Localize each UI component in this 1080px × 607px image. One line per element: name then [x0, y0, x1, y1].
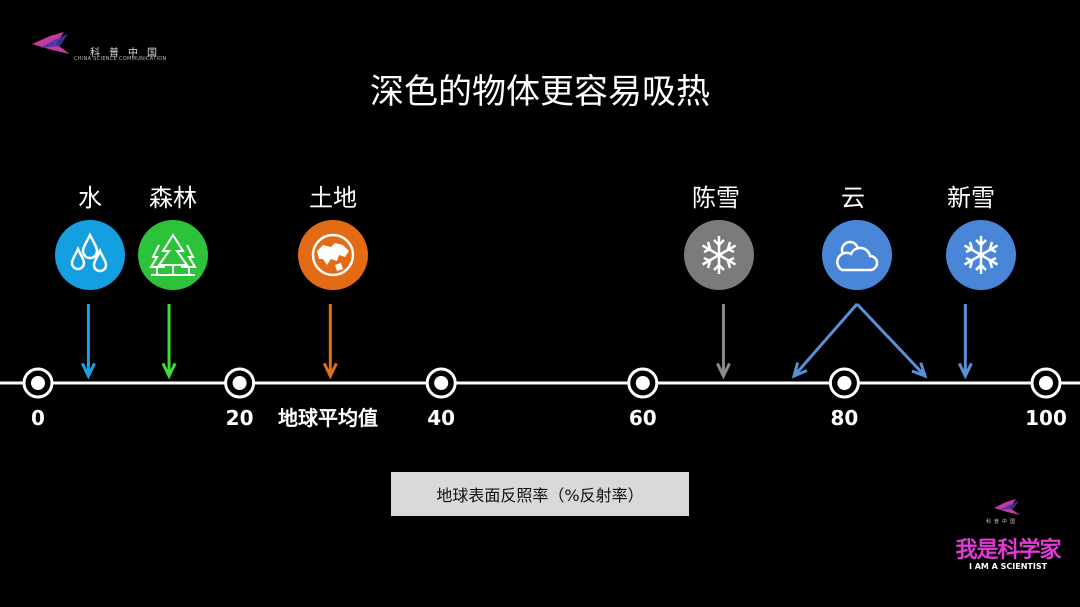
item-label-new-snow: 新雪 [947, 184, 995, 212]
forest-trees-icon [138, 220, 208, 290]
axis-tick-marker [1030, 367, 1062, 399]
item-label-forest: 森林 [149, 184, 197, 212]
albedo-arrow [957, 304, 973, 380]
item-label-land: 土地 [309, 184, 357, 212]
globe-map-icon [298, 220, 368, 290]
kepu-logo-icon [994, 499, 1020, 515]
axis-tick-marker [425, 367, 457, 399]
axis-tick-label: 0 [31, 406, 45, 430]
axis-tick-label: 60 [628, 406, 657, 430]
logo-kepu-china: 科普中国 CHINA SCIENCE COMMUNICATION [30, 30, 180, 70]
albedo-arrow [80, 304, 96, 380]
albedo-arrow [322, 304, 338, 380]
axis-tick-label: 80 [830, 406, 859, 430]
snowflake-icon [946, 220, 1016, 290]
axis-tick-marker [224, 367, 256, 399]
logo-cn-text: 科普中国 [90, 48, 166, 59]
axis-tick-marker [22, 367, 54, 399]
albedo-arrow [161, 304, 177, 380]
item-label-water: 水 [78, 184, 102, 212]
logo-en-text: CHINA SCIENCE COMMUNICATION [74, 56, 167, 62]
albedo-arrow [715, 304, 731, 380]
cloud-icon [822, 220, 892, 290]
item-label-cloud: 云 [841, 184, 865, 212]
kepu-logo-icon [32, 32, 70, 54]
logo-english-text: I AM A SCIENTIST [968, 562, 1048, 571]
logo-small-text: 科普中国 [986, 519, 1019, 525]
logo-i-am-a-scientist: 科普中国 我是科学家 I AM A SCIENTIST [952, 498, 1064, 578]
axis-title-box: 地球表面反照率（%反射率） [391, 472, 689, 516]
axis-title: 地球表面反照率（%反射率） [436, 486, 644, 505]
axis-tick-label: 100 [1025, 406, 1067, 430]
axis-tick-marker [627, 367, 659, 399]
earth-average-label: 地球平均值 [278, 406, 378, 430]
logo-title-text: 我是科学家 [955, 538, 1061, 563]
slide-title: 深色的物体更容易吸热 [370, 72, 710, 112]
axis-tick-label: 40 [427, 406, 456, 430]
albedo-arrow [855, 302, 928, 379]
water-drops-icon [55, 220, 125, 290]
axis-tick-marker [828, 367, 860, 399]
item-label-old-snow: 陈雪 [692, 184, 740, 212]
axis-tick-label: 20 [225, 406, 254, 430]
snowflake-icon [684, 220, 754, 290]
albedo-arrow [791, 303, 859, 379]
